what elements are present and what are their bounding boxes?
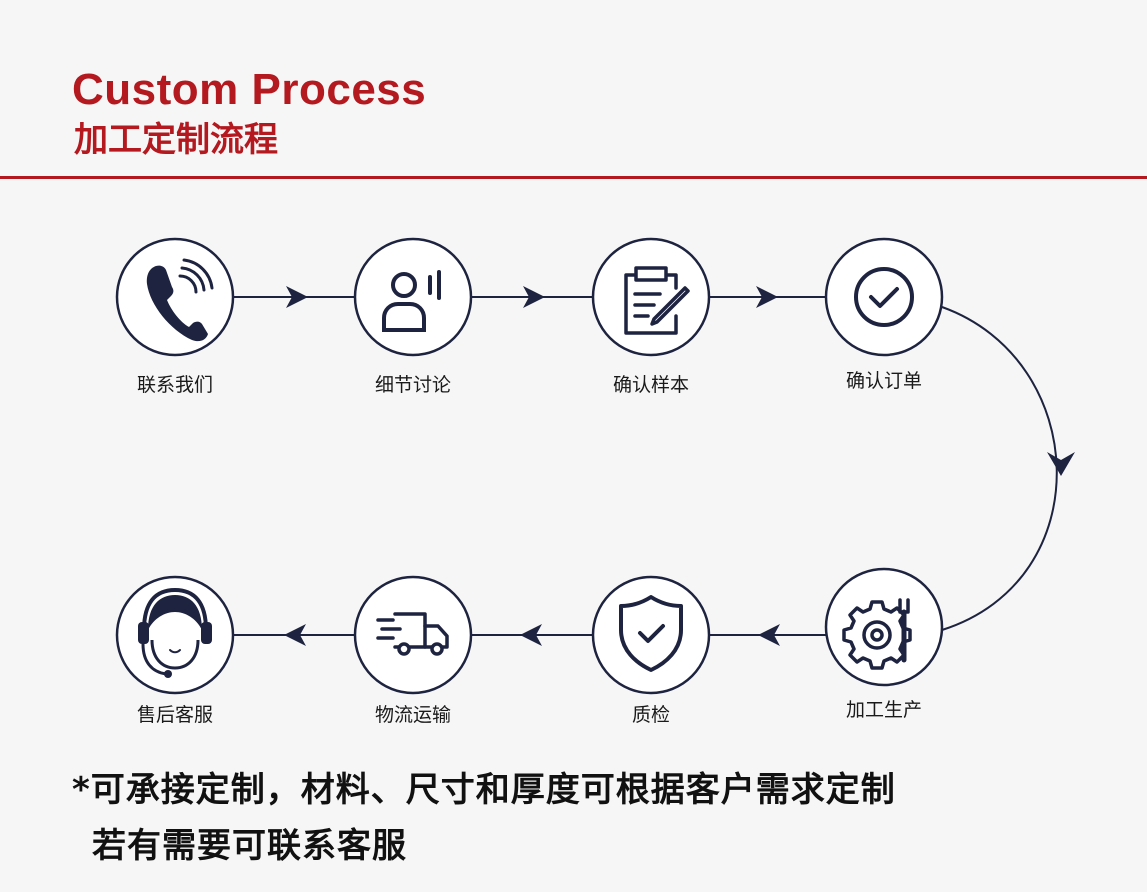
delivery-truck-icon [376, 612, 449, 656]
phone-icon [146, 258, 214, 342]
page-title: Custom Process [72, 65, 427, 114]
step-contact [115, 237, 235, 357]
arrow-right-2 [523, 286, 545, 308]
step-label-order: 确认订单 [845, 370, 922, 392]
speaking-person-icon [382, 270, 441, 332]
shield-check-icon [619, 595, 683, 672]
contact-note: 若有需要可联系客服 [92, 826, 407, 866]
customization-note: *可承接定制，材料、尺寸和厚度可根据客户需求定制 [72, 770, 896, 810]
arrow-down [1047, 452, 1075, 476]
clipboard-pen-icon [624, 266, 690, 335]
arrow-left-2 [520, 624, 542, 646]
arrow-left-1 [758, 624, 780, 646]
headset-agent-icon [138, 587, 212, 678]
step-production [824, 567, 944, 687]
step-label-contact: 联系我们 [136, 374, 213, 396]
gear-wrench-icon [842, 598, 912, 670]
arrow-left-3 [284, 624, 306, 646]
step-label-sample: 确认样本 [612, 374, 689, 396]
arrowheads [284, 286, 1075, 646]
step-discussion [353, 237, 473, 357]
step-label-shipping: 物流运输 [374, 704, 451, 726]
check-circle-icon [854, 267, 914, 327]
step-order [824, 237, 944, 357]
step-inspection [591, 575, 711, 695]
arrow-right-1 [286, 286, 308, 308]
header-divider [0, 176, 1147, 179]
step-label-production: 加工生产 [845, 699, 922, 721]
arrow-right-3 [756, 286, 778, 308]
step-shipping [353, 575, 473, 695]
step-label-discussion: 细节讨论 [374, 374, 451, 396]
step-after-sales [115, 575, 235, 695]
step-label-after-sales: 售后客服 [136, 704, 213, 726]
page-subtitle: 加工定制流程 [74, 120, 278, 160]
step-label-inspection: 质检 [631, 704, 670, 726]
step-sample [591, 237, 711, 357]
